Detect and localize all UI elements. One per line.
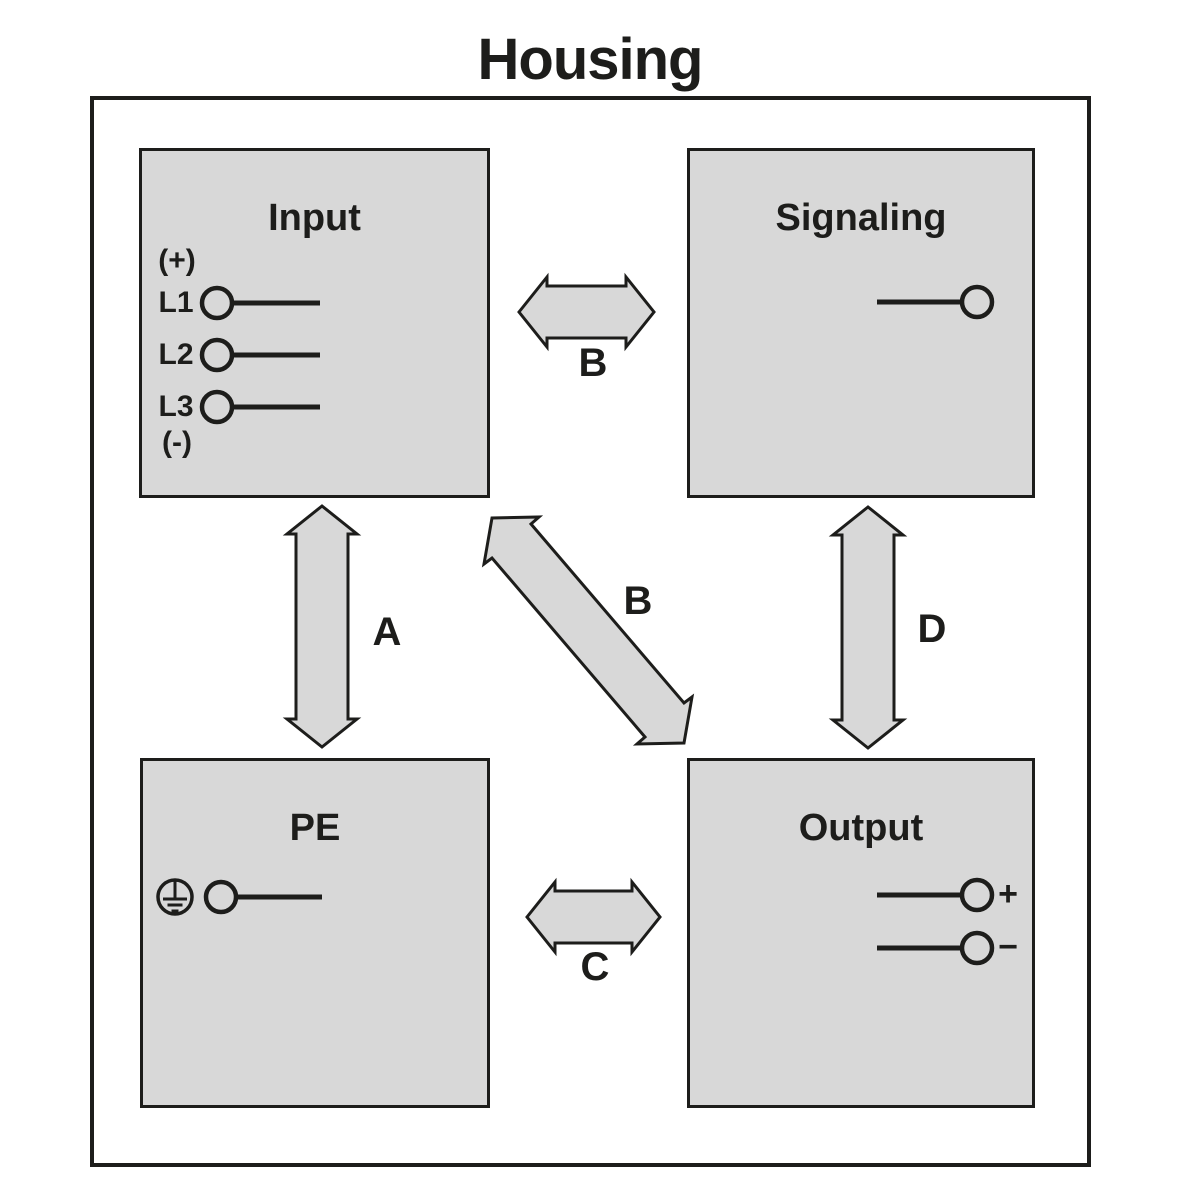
signaling-terminal — [877, 284, 995, 320]
input-terminal-l3 — [199, 389, 320, 425]
terminal-circle-icon — [199, 285, 235, 321]
arrow-c-icon — [525, 877, 662, 957]
terminal-circle-icon — [959, 284, 995, 320]
input-terminal-l1 — [199, 285, 320, 321]
arrow-b-top-icon — [517, 272, 656, 352]
output-minus-label: − — [998, 928, 1018, 966]
protective-earth-ground-icon — [156, 878, 194, 916]
input-l3-label: L3 — [158, 390, 194, 423]
signaling-block: Signaling — [687, 148, 1035, 498]
output-block-title: Output — [798, 807, 924, 849]
arrow-b-top-label: B — [578, 341, 608, 385]
terminal-circle-icon — [199, 337, 235, 373]
arrow-a-icon — [282, 504, 362, 749]
output-plus-label: + — [998, 875, 1018, 913]
input-l1-label: L1 — [158, 286, 194, 319]
arrow-b-diagonal-icon — [481, 515, 695, 746]
terminal-circle-icon — [959, 877, 995, 913]
housing-outline — [90, 96, 1091, 1167]
pe-block-title: PE — [289, 807, 341, 849]
output-terminal-plus — [877, 877, 995, 913]
input-block: Input — [139, 148, 490, 498]
arrow-d-icon — [828, 505, 908, 750]
signaling-block-title: Signaling — [775, 197, 947, 239]
terminal-circle-icon — [959, 930, 995, 966]
input-plus-label: (+) — [158, 244, 196, 277]
terminal-circle-icon — [203, 879, 239, 915]
input-minus-label: (-) — [162, 426, 192, 459]
output-terminal-minus — [877, 930, 995, 966]
input-block-title: Input — [268, 197, 361, 239]
arrow-c-label: C — [580, 945, 610, 989]
arrow-a-label: A — [372, 610, 402, 654]
input-terminal-l2 — [199, 337, 320, 373]
pe-terminal — [203, 879, 322, 915]
pe-block: PE — [140, 758, 490, 1108]
terminal-circle-icon — [199, 389, 235, 425]
input-l2-label: L2 — [158, 338, 194, 371]
page-title: Housing — [477, 27, 704, 92]
arrow-b-diagonal-label: B — [623, 579, 653, 623]
arrow-d-label: D — [917, 607, 947, 651]
